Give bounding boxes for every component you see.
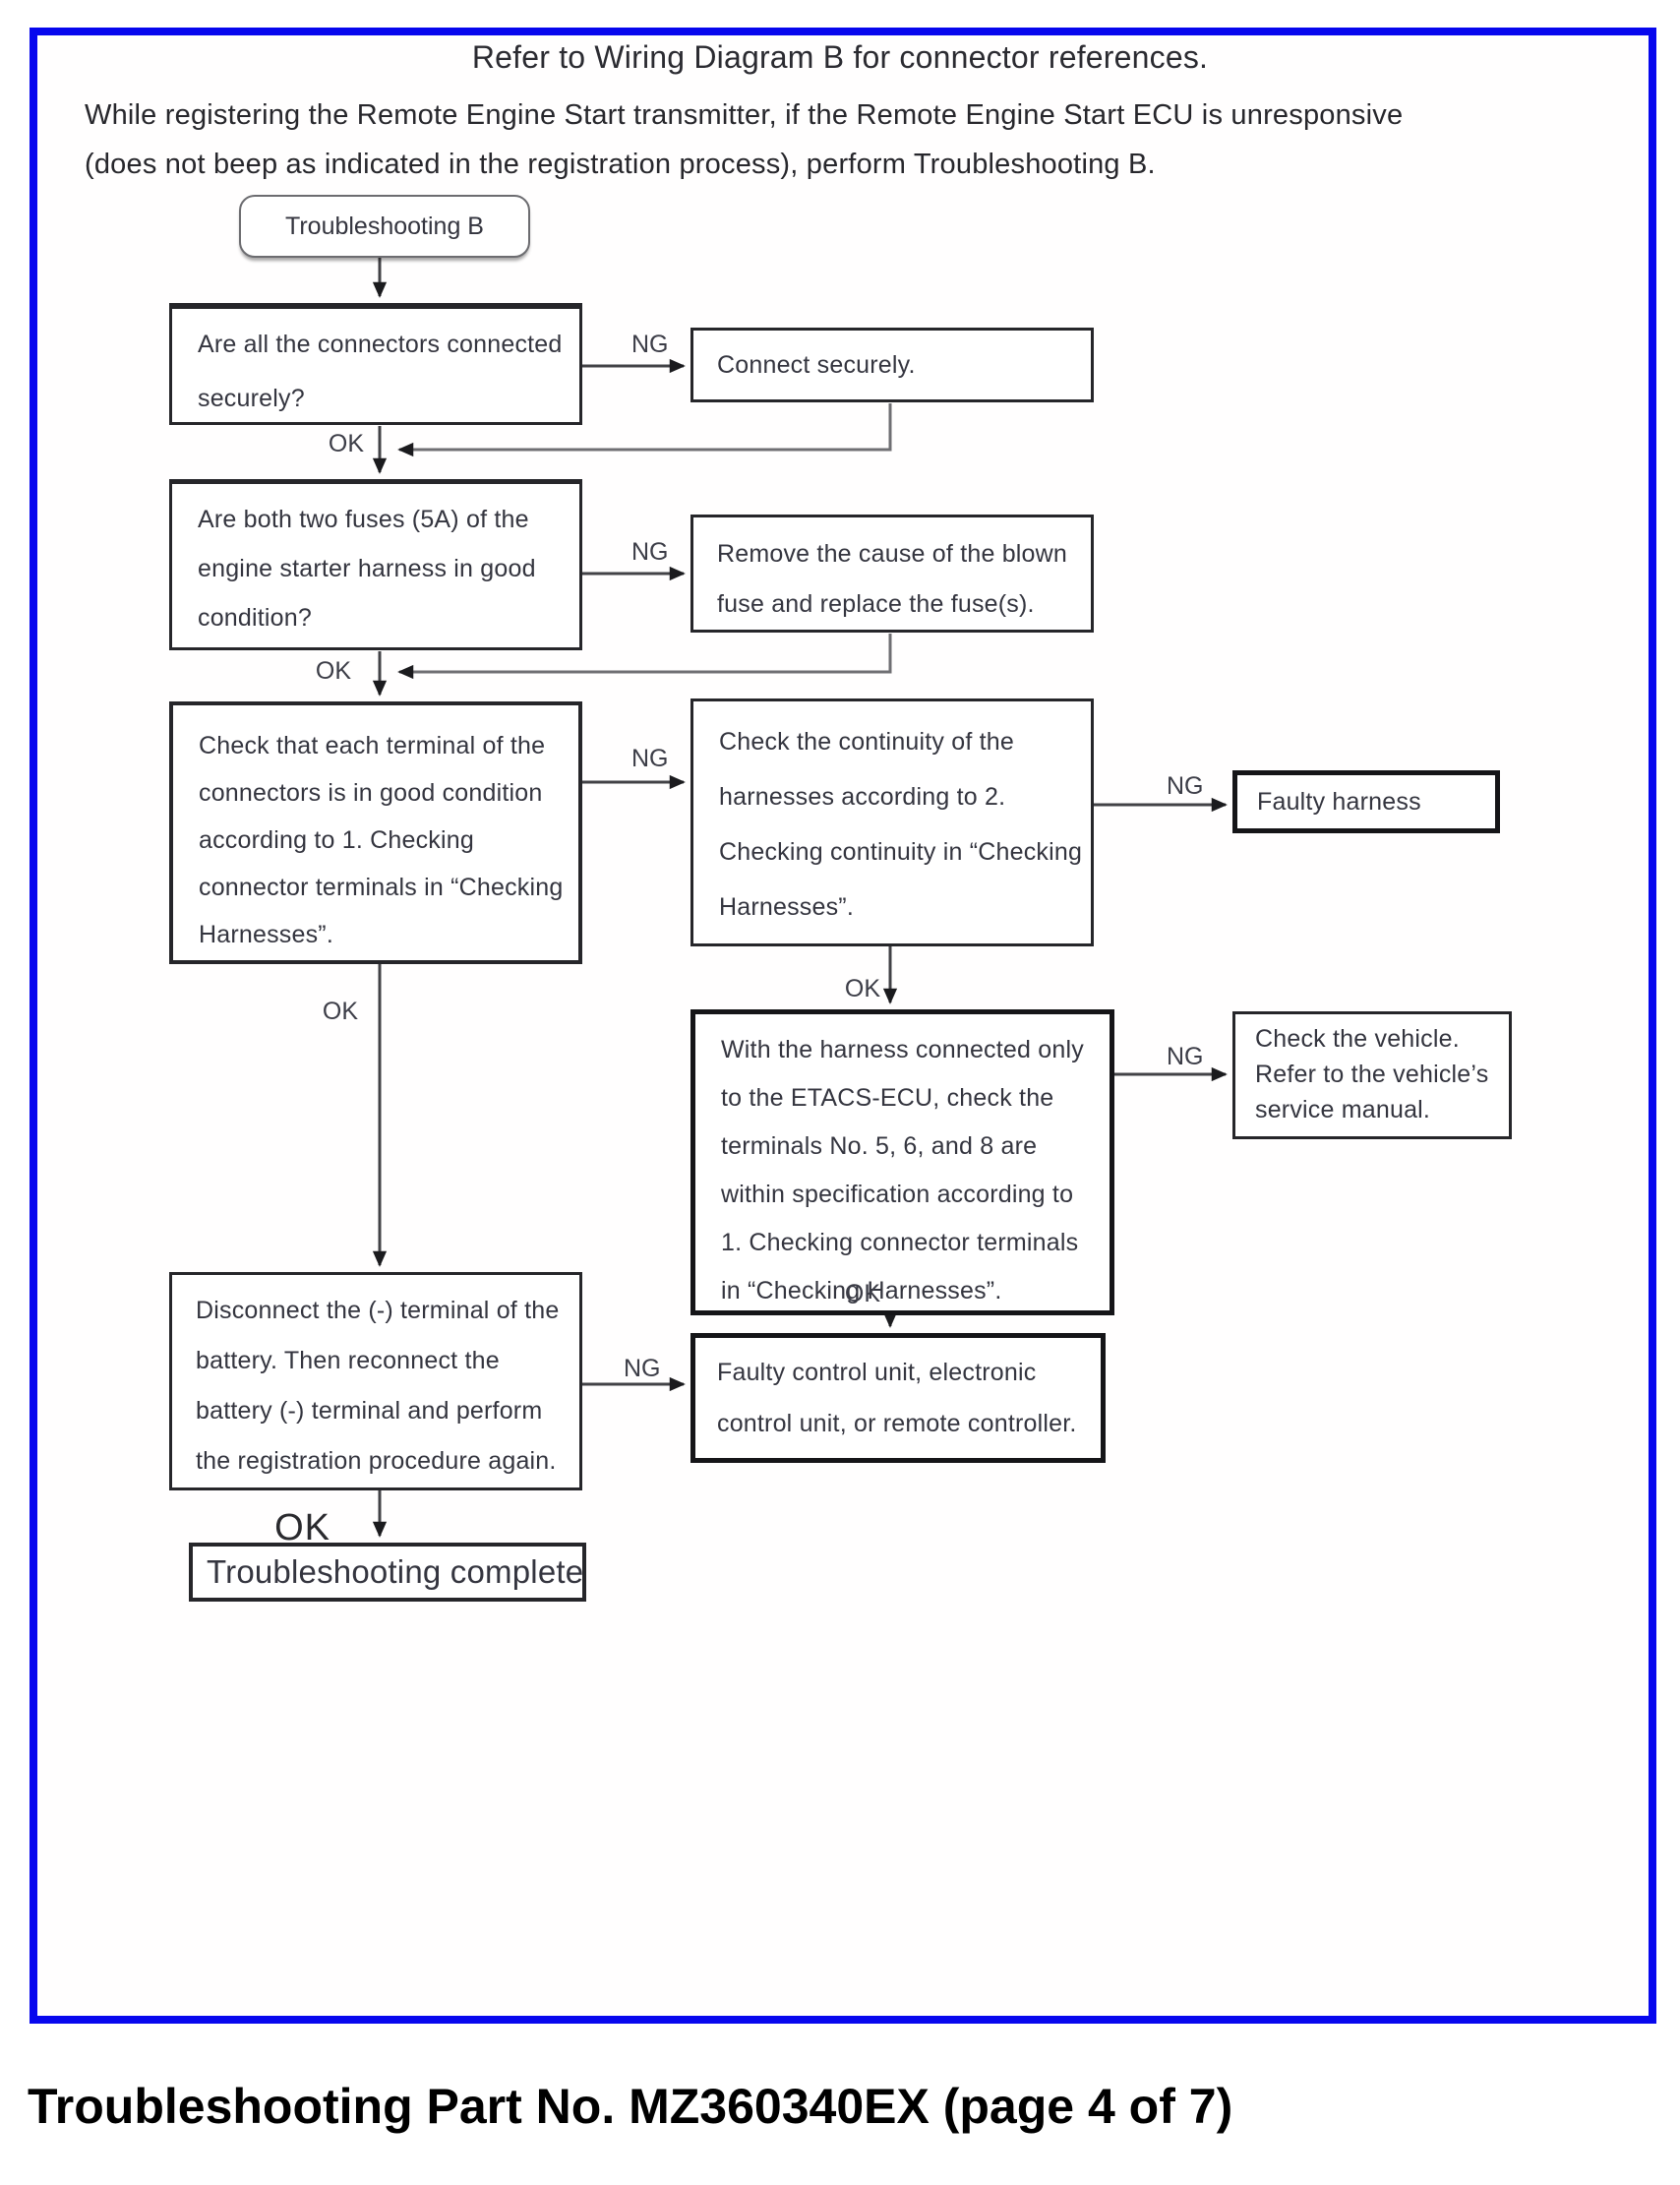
box-line: With the harness connected only [721,1036,1084,1063]
edge-label-ok-2: OK [315,657,351,685]
box-line: control unit, or remote controller. [717,1410,1077,1437]
page-title: Refer to Wiring Diagram B for connector … [471,39,1209,75]
box-line: Connect securely. [717,350,916,379]
box-line: Remove the cause of the blown [717,540,1068,568]
box-line: condition? [198,604,312,632]
flow-box-faulty-control-unit: Faulty control unit, electronic control … [690,1333,1106,1463]
flow-box-check-vehicle: Check the vehicle. Refer to the vehicle’… [1232,1011,1512,1139]
box-line: battery. Then reconnect the [196,1347,500,1374]
box-line: Harnesses”. [199,921,333,948]
box-line: connectors is in good condition [199,779,543,807]
box-line: the registration procedure again. [196,1447,557,1475]
box-line: Disconnect the (-) terminal of the [196,1297,560,1324]
flow-box-complete: Troubleshooting complete [189,1543,586,1602]
box-line: Troubleshooting complete [207,1553,584,1590]
box-line: to the ETACS-ECU, check the [721,1084,1054,1112]
box-line: in “Checking Harnesses”. [721,1277,1002,1305]
flow-box-continuity-check: Check the continuity of the harnesses ac… [690,698,1094,946]
flow-box-terminal-check: Check that each terminal of the connecto… [169,701,582,964]
edge-label-ng-4: NG [1167,772,1204,800]
box-line: according to 1. Checking [199,826,474,854]
box-line: harnesses according to 2. [719,783,1006,811]
box-line: Faulty harness [1257,787,1421,816]
edge-label-ng-6: NG [624,1355,661,1382]
edge-label-ok-final: OK [274,1507,330,1548]
box-line: fuse and replace the fuse(s). [717,590,1035,618]
box-line: Checking continuity in “Checking [719,838,1083,866]
box-line: Harnesses”. [719,893,854,921]
flow-box-connectors-check: Are all the connectors connected securel… [169,303,582,425]
intro-line-2: (does not beep as indicated in the regis… [85,149,1156,180]
box-line: Faulty control unit, electronic [717,1359,1037,1386]
edge-label-ok-4: OK [322,998,358,1025]
box-line: Are both two fuses (5A) of the [198,506,529,533]
box-line: connector terminals in “Checking [199,874,564,901]
flow-box-battery-reconnect: Disconnect the (-) terminal of the batte… [169,1272,582,1490]
edge-label-ng-5: NG [1167,1043,1204,1070]
flow-box-remove-blown-fuse: Remove the cause of the blown fuse and r… [690,515,1094,633]
box-line: service manual. [1255,1096,1431,1123]
edge-label-ok-5: OK [844,1280,880,1307]
flow-box-faulty-harness: Faulty harness [1232,770,1500,833]
footer-part-number: Troubleshooting Part No. MZ360340EX (pag… [28,2079,1233,2134]
edge-label-ng-2: NG [631,538,669,566]
box-line: Check the vehicle. [1255,1025,1460,1053]
flow-box-connect-securely: Connect securely. [690,328,1094,402]
box-line: terminals No. 5, 6, and 8 are [721,1132,1038,1160]
edge-label-ng-1: NG [631,331,669,358]
flow-start-node: Troubleshooting B [239,195,530,258]
box-line: 1. Checking connector terminals [721,1229,1079,1256]
flow-box-fuses-check: Are both two fuses (5A) of the engine st… [169,479,582,650]
start-node-label: Troubleshooting B [285,212,484,240]
box-line: Are all the connectors connected [198,331,563,358]
box-line: within specification according to [721,1181,1074,1208]
box-line: Check the continuity of the [719,728,1015,756]
intro-line-1: While registering the Remote Engine Star… [85,99,1404,131]
box-line: Check that each terminal of the [199,732,546,759]
edge-label-ng-3: NG [631,745,669,772]
box-line: battery (-) terminal and perform [196,1397,543,1425]
box-line: engine starter harness in good [198,555,536,582]
flow-box-etacs-check: With the harness connected only to the E… [690,1009,1114,1315]
edge-label-ok-3: OK [844,975,880,1002]
box-line: securely? [198,385,305,412]
edge-label-ok-1: OK [328,430,364,457]
box-line: Refer to the vehicle’s [1255,1061,1489,1088]
